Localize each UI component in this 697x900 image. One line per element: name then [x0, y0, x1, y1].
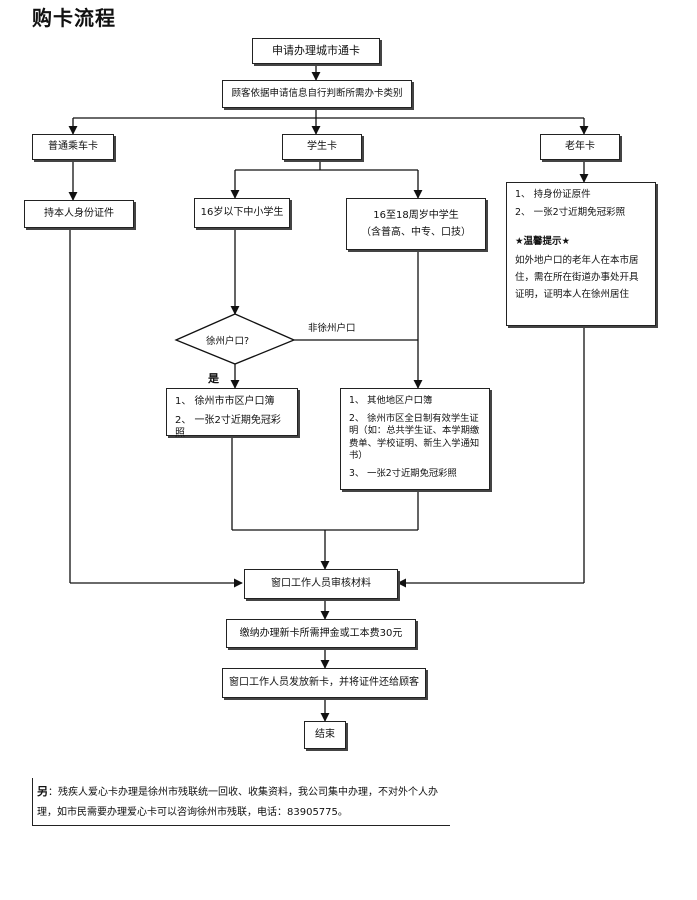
node-under16: 16岁以下中小学生 — [194, 198, 290, 228]
decision-diamond — [174, 313, 296, 365]
node-issue-label: 窗口工作人员发放新卡，并将证件还给顾客 — [229, 677, 419, 689]
node-student-card-label: 学生卡 — [307, 141, 337, 153]
node-judge: 顾客依据申请信息自行判断所需办卡类别 — [222, 80, 412, 108]
node-senior-req: 1、 持身份证原件 2、 一张2寸近期免冠彩照 ★温馨提示★ 如外地户口的老年人… — [506, 182, 656, 326]
node-normal-card: 普通乘车卡 — [32, 134, 114, 160]
node-apply: 申请办理城市通卡 — [252, 38, 380, 64]
node-under16-label: 16岁以下中小学生 — [200, 207, 284, 219]
senior-tip-title: ★温馨提示★ — [515, 235, 571, 247]
node-apply-label: 申请办理城市通卡 — [272, 43, 360, 57]
node-end: 结束 — [304, 721, 346, 749]
node-over16-line1: 16至18周岁中学生 — [373, 209, 459, 221]
senior-tip-body: 如外地户口的老年人在本市居住，需在所在街道办事处开具证明，证明本人在徐州居住 — [515, 255, 639, 300]
senior-req-item: 2、 一张2寸近期免冠彩照 — [515, 206, 626, 218]
decision-label: 徐州户口? — [206, 336, 250, 347]
nonlocal-req-item: 1、 其他地区户口簿 — [349, 395, 433, 406]
senior-req-item: 1、 持身份证原件 — [515, 189, 591, 200]
node-issue: 窗口工作人员发放新卡，并将证件还给顾客 — [222, 668, 426, 698]
node-window-review-label: 窗口工作人员审核材料 — [271, 578, 371, 590]
node-over16: 16至18周岁中学生 （含普高、中专、口技） — [346, 198, 486, 250]
footnote-text: ：残疾人爱心卡办理是徐州市残联统一回收、收集资料，我公司集中办理，不对外个人办理… — [37, 787, 438, 818]
nonlocal-req-item: 3、 一张2寸近期免冠彩照 — [349, 467, 457, 479]
node-normal-req: 持本人身份证件 — [24, 200, 134, 228]
decision-yes-label: 是 — [208, 372, 219, 385]
node-end-label: 结束 — [315, 729, 335, 741]
node-senior-card: 老年卡 — [540, 134, 620, 160]
node-student-card: 学生卡 — [282, 134, 362, 160]
footnote: 另：残疾人爱心卡办理是徐州市残联统一回收、收集资料，我公司集中办理，不对外个人办… — [32, 778, 450, 826]
node-window-review: 窗口工作人员审核材料 — [244, 569, 398, 599]
footnote-lead: 另 — [37, 785, 48, 798]
local-req-item: 1、 徐州市市区户口簿 — [175, 396, 275, 407]
decision-no-label: 非徐州户口 — [308, 323, 356, 334]
node-senior-card-label: 老年卡 — [565, 141, 595, 153]
node-normal-card-label: 普通乘车卡 — [48, 141, 98, 153]
node-nonlocal-req: 1、 其他地区户口簿 2、 徐州市区全日制有效学生证明（如：总共学生证、本学期缴… — [340, 388, 490, 490]
node-judge-label: 顾客依据申请信息自行判断所需办卡类别 — [231, 87, 403, 99]
node-local-req: 1、 徐州市市区户口簿 2、 一张2寸近期免冠彩照 — [166, 388, 298, 439]
nonlocal-req-item: 2、 徐州市区全日制有效学生证明（如：总共学生证、本学期缴费单、学校证明、新生入… — [349, 412, 480, 462]
node-deposit: 缴纳办理新卡所需押金或工本费30元 — [226, 619, 416, 648]
page-title: 购卡流程 — [32, 6, 116, 30]
node-over16-line2: （含普高、中专、口技） — [361, 227, 471, 238]
local-req-item: 2、 一张2寸近期免冠彩照 — [175, 414, 281, 440]
node-normal-req-label: 持本人身份证件 — [44, 208, 114, 220]
node-deposit-label: 缴纳办理新卡所需押金或工本费30元 — [239, 627, 403, 639]
